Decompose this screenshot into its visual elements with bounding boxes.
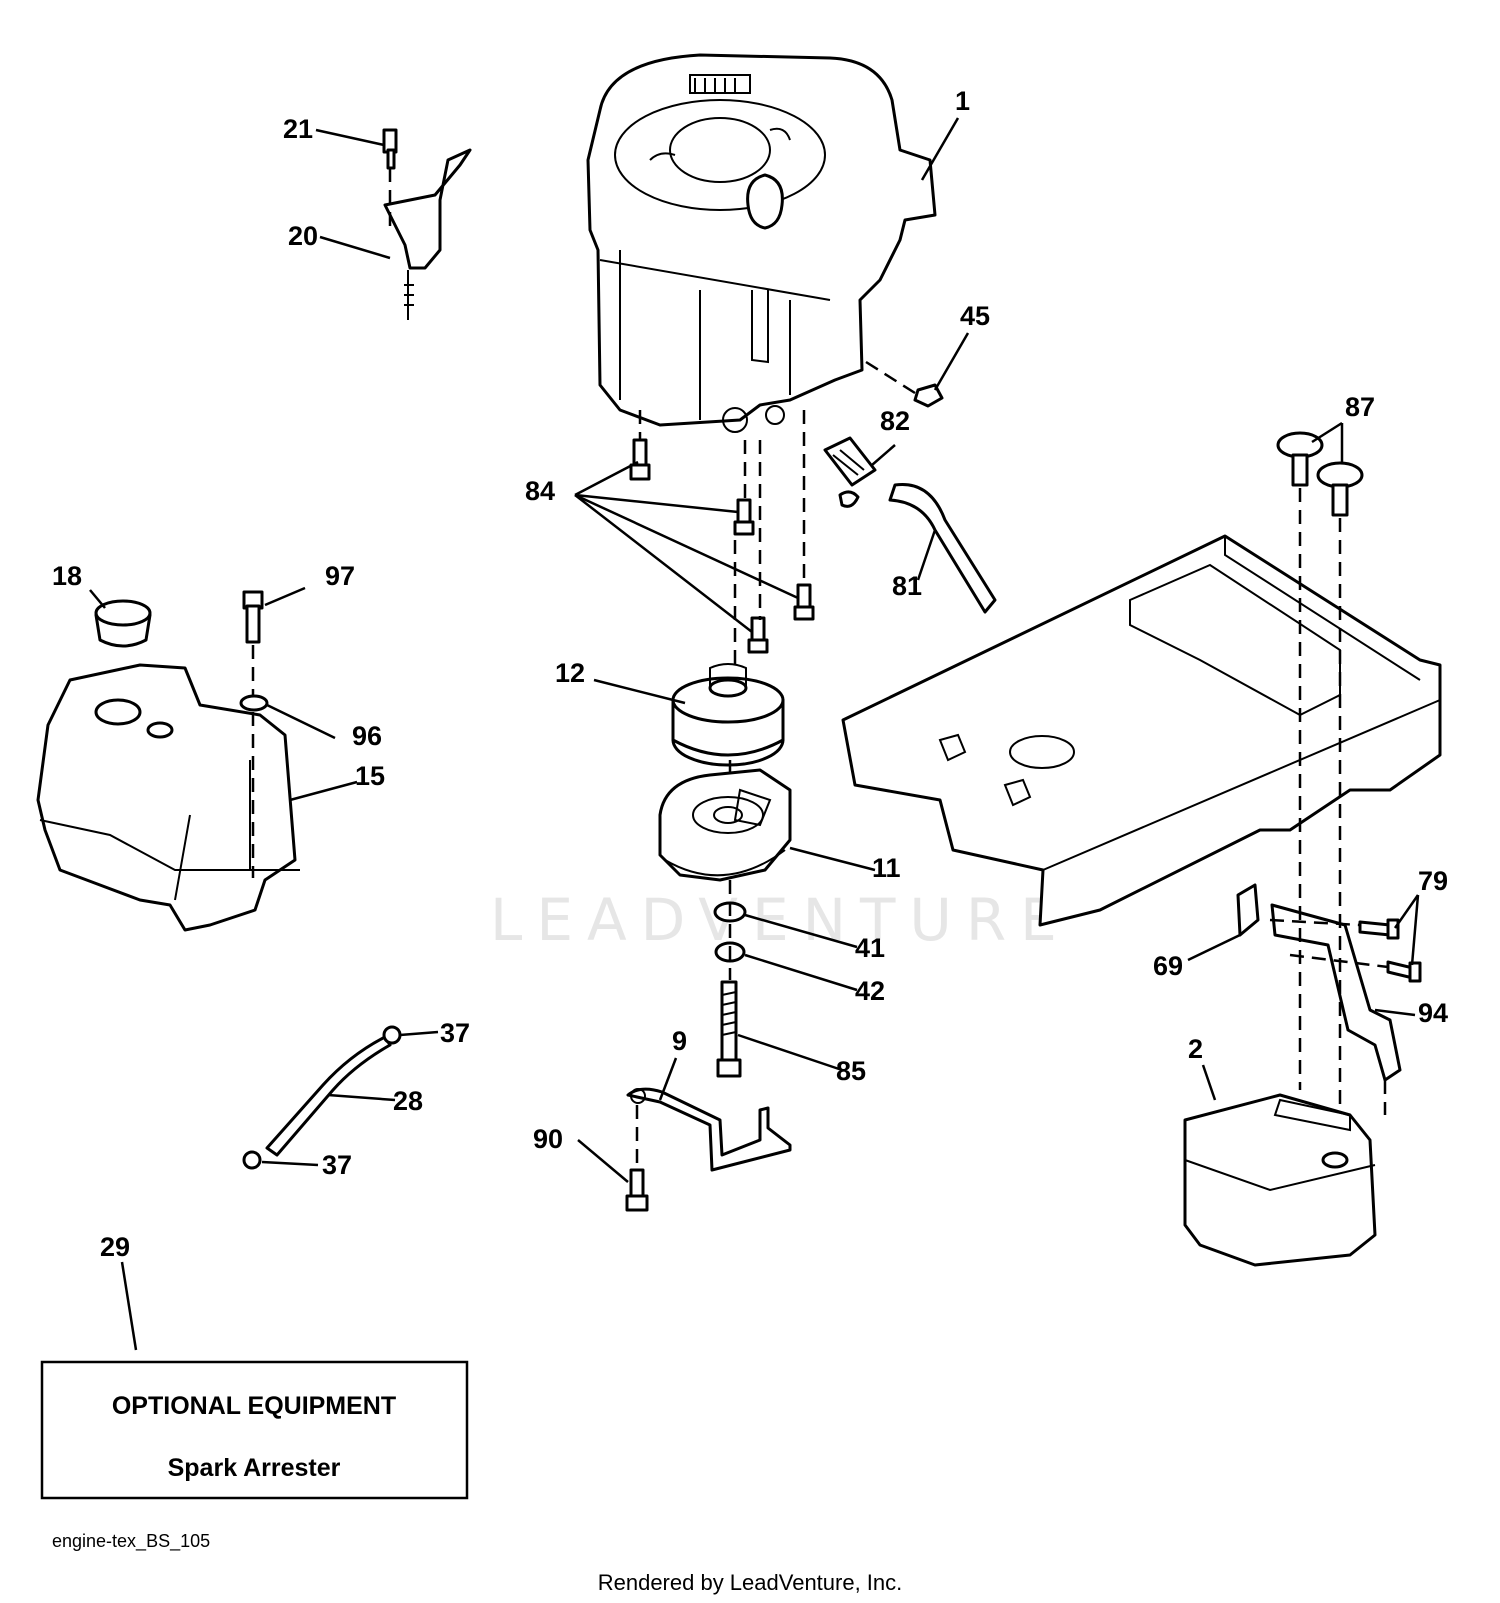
gasket-69 xyxy=(1236,883,1260,937)
diagram-code: engine-tex_BS_105 xyxy=(52,1531,210,1552)
callout-9: 9 xyxy=(672,1026,687,1056)
callout-96: 96 xyxy=(352,721,382,751)
callout-87: 87 xyxy=(1345,392,1375,422)
callout-45: 45 xyxy=(960,301,990,331)
frame-bolts xyxy=(1276,431,1364,517)
fuel-hose xyxy=(888,482,997,614)
leader-lines xyxy=(89,117,1420,1351)
optional-box-frame xyxy=(40,1360,469,1500)
nut-45 xyxy=(913,383,944,408)
callout-42: 42 xyxy=(855,976,885,1006)
callout-labels: 1 2 9 11 12 15 18 20 21 28 29 37 37 41 4… xyxy=(52,86,1448,1262)
bolt-85 xyxy=(716,980,742,1078)
callout-82: 82 xyxy=(880,406,910,436)
exhaust-bolts xyxy=(1358,918,1422,983)
render-credit: Rendered by LeadVenture, Inc. xyxy=(598,1570,903,1595)
assembly-lines xyxy=(251,168,1389,1170)
callout-15: 15 xyxy=(355,761,385,791)
muffler xyxy=(1183,1093,1377,1267)
throttle-control xyxy=(382,128,472,320)
engine xyxy=(586,53,937,433)
bolt-90 xyxy=(625,1168,649,1212)
bolt-97 xyxy=(242,590,264,644)
fuel-line xyxy=(265,1035,392,1157)
callout-85: 85 xyxy=(836,1056,866,1086)
callout-41: 41 xyxy=(855,933,885,963)
callout-84: 84 xyxy=(525,476,555,506)
callout-12: 12 xyxy=(555,658,585,688)
callout-18: 18 xyxy=(52,561,82,591)
callout-37-bottom: 37 xyxy=(322,1150,352,1180)
callout-21: 21 xyxy=(283,114,313,144)
optional-equipment-box: OPTIONAL EQUIPMENT Spark Arrester xyxy=(40,1360,469,1500)
watermark: LEADVENTURE xyxy=(490,886,1071,954)
callout-1: 1 xyxy=(955,86,970,116)
fuel-cap xyxy=(94,599,152,648)
callout-79: 79 xyxy=(1418,866,1448,896)
engine-bolts xyxy=(629,438,815,654)
optional-box-item: Spark Arrester xyxy=(168,1454,341,1482)
frame-plate xyxy=(841,534,1442,927)
fuel-filter xyxy=(823,436,877,508)
clamp-37-bottom xyxy=(242,1150,262,1170)
callout-69: 69 xyxy=(1153,951,1183,981)
clutch xyxy=(658,768,792,882)
clamp-37-top xyxy=(382,1025,402,1045)
callout-11: 11 xyxy=(872,853,901,883)
callout-28: 28 xyxy=(393,1086,423,1116)
callout-37-top: 37 xyxy=(440,1018,470,1048)
callout-29: 29 xyxy=(100,1232,130,1262)
optional-box-title: OPTIONAL EQUIPMENT xyxy=(112,1392,396,1420)
callout-81: 81 xyxy=(892,571,922,601)
washer-96 xyxy=(239,694,269,712)
callout-20: 20 xyxy=(288,221,318,251)
bracket-9 xyxy=(626,1087,792,1172)
callout-90: 90 xyxy=(533,1124,563,1154)
pulley xyxy=(671,663,785,767)
callout-94: 94 xyxy=(1418,998,1448,1028)
callout-97: 97 xyxy=(325,561,355,591)
fuel-tank xyxy=(36,663,300,932)
callout-2: 2 xyxy=(1188,1034,1203,1064)
